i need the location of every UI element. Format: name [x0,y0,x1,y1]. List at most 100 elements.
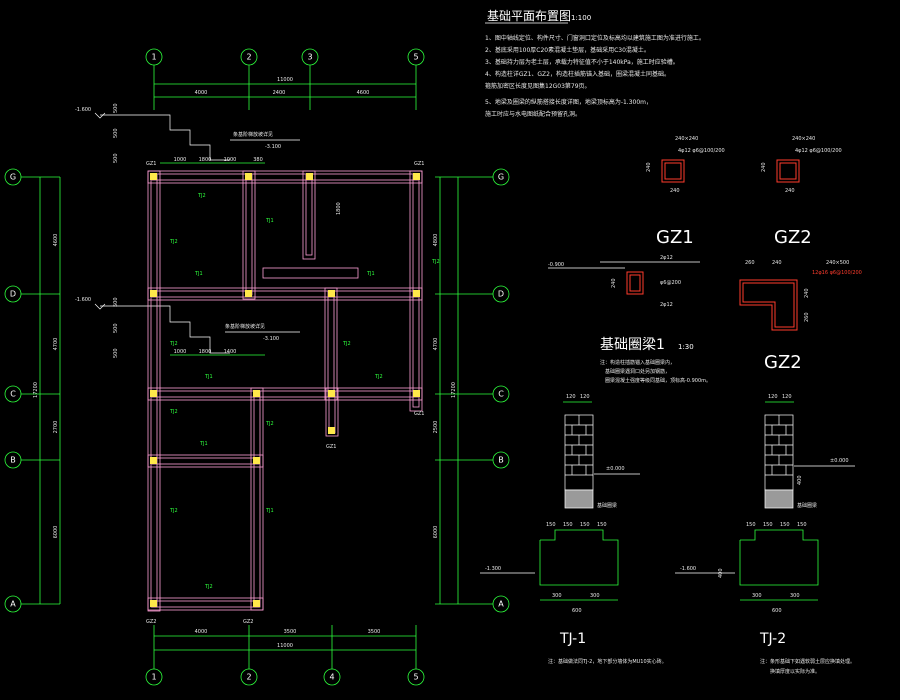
svg-text:2: 2 [246,673,251,682]
plan-note: 3、基础持力层为老土层，承载力特征值不小于140kPa，施工时应验槽。 [485,58,679,66]
plan-note: 1、图中轴线定位、构件尺寸、门窗洞口定位及标高均以建筑施工图为准进行施工。 [485,34,705,42]
ring-beam-scale: 1:30 [678,343,694,351]
dim-top: 4000 [195,90,208,96]
svg-text:300: 300 [790,593,800,599]
svg-text:注：构造柱插筋锚入基础圈梁内，: 注：构造柱插筋锚入基础圈梁内， [600,359,675,366]
svg-text:400: 400 [797,475,803,485]
axis-bubble-bottom: 1 2 4 5 [145,668,425,686]
svg-text:4: 4 [329,673,334,682]
svg-text:1000: 1000 [174,349,187,355]
svg-text:150: 150 [797,522,807,528]
svg-text:G: G [10,173,16,182]
plan-note: 箍筋加密区长度见图集12G03第79页。 [485,82,591,90]
svg-text:150: 150 [746,522,756,528]
svg-text:150: 150 [780,522,790,528]
svg-text:3: 3 [307,53,312,62]
dim-right: 6000 [433,526,439,539]
svg-text:-0.900: -0.900 [548,262,564,268]
gz-label: GZ1 [414,161,424,167]
gz-label: GZ1 [146,161,156,167]
svg-text:5: 5 [413,53,418,62]
svg-text:基础圈梁: 基础圈梁 [597,502,617,509]
svg-text:G: G [498,173,504,182]
tj2-title: TJ-2 [759,631,786,647]
svg-text:1: 1 [151,53,156,62]
svg-text:150: 150 [597,522,607,528]
beam-tags: TJ2 TJ1 TJ2 TJ2 TJ1 TJ1 TJ2 TJ2 TJ1 TJ2 … [169,193,440,590]
svg-text:D: D [498,290,504,299]
axis-grid: 1 2 3 5 1 2 4 5 G D C B A G D C B A [4,48,510,686]
svg-text:500: 500 [113,153,119,163]
svg-text:4φ12 φ6@100/200: 4φ12 φ6@100/200 [795,148,842,154]
svg-text:-1.300: -1.300 [485,566,501,572]
dim-right-total: 17200 [451,382,457,398]
svg-text:TJ2: TJ2 [169,239,178,245]
svg-text:150: 150 [563,522,573,528]
dim-top-total: 11000 [277,77,293,83]
brick-wall [564,414,594,491]
svg-text:TJ1: TJ1 [265,508,274,514]
svg-text:-1.600: -1.600 [680,566,696,572]
plan-note: 5、地梁及圈梁的纵筋搭接长度详图，地梁顶标高为-1.300m， [485,98,652,106]
svg-text:240: 240 [772,260,782,266]
svg-text:D: D [10,290,16,299]
svg-text:条基阶梯放坡详见: 条基阶梯放坡详见 [233,131,273,138]
svg-text:-3.100: -3.100 [265,144,281,150]
gz1-title: GZ1 [656,227,694,248]
step-detail-upper: 条基阶梯放坡详见 -3.100 -1.600 500 500 500 [75,103,300,163]
svg-text:300: 300 [752,593,762,599]
svg-text:注：条形基础下如遇软弱土层应换填处理。: 注：条形基础下如遇软弱土层应换填处理。 [760,658,855,665]
svg-text:260: 260 [745,260,755,266]
gz2-big-title: GZ2 [764,352,802,373]
svg-text:φ6@200: φ6@200 [660,280,681,286]
svg-text:A: A [498,600,504,609]
svg-text:260: 260 [804,312,810,322]
dim-right: 4700 [433,338,439,351]
svg-text:12φ16 φ6@100/200: 12φ16 φ6@100/200 [812,270,862,276]
svg-text:2φ12: 2φ12 [660,255,673,261]
svg-text:500: 500 [113,348,119,358]
plan-note: 4、构造柱详GZ1、GZ2，构造柱插筋锚入基础，圈梁混凝土同基础。 [485,70,670,78]
svg-text:TJ2: TJ2 [169,341,178,347]
svg-text:TJ1: TJ1 [366,271,375,277]
tj2-section: 120 120 基础圈梁 ±0.000 400 150 150 150 150 … [675,394,855,675]
dim-bottom: 3500 [368,629,381,635]
svg-text:2: 2 [246,53,251,62]
dim-left: 4600 [53,234,59,247]
svg-text:-1.600: -1.600 [75,107,91,113]
svg-text:120: 120 [580,394,590,400]
svg-text:4φ12 φ6@100/200: 4φ12 φ6@100/200 [678,148,725,154]
svg-text:1800: 1800 [199,349,212,355]
svg-text:1: 1 [151,673,156,682]
dim-top: 4600 [357,90,370,96]
foundation-plan: GZ1 GZ1 GZ1 GZ1 GZ2 GZ2 TJ2 TJ1 TJ2 TJ2 … [146,161,440,625]
svg-text:TJ2: TJ2 [431,259,440,265]
axis-bubble-right: G D C B A [492,168,510,613]
svg-text:240×500: 240×500 [826,260,849,266]
svg-text:240: 240 [670,188,680,194]
tj1-title: TJ-1 [559,631,586,647]
svg-text:TJ2: TJ2 [204,584,213,590]
svg-text:圈梁混凝土强度等级同基础，顶标高-0.900m。: 圈梁混凝土强度等级同基础，顶标高-0.900m。 [605,377,711,384]
svg-text:240: 240 [785,188,795,194]
plan-title-block: 基础平面布置图 1:100 1、图中轴线定位、构件尺寸、门窗洞口定位及标高均以建… [485,9,705,118]
svg-text:TJ1: TJ1 [204,374,213,380]
svg-text:600: 600 [772,608,782,614]
dim-left-total: 17200 [33,382,39,398]
plan-title: 基础平面布置图 [487,9,571,23]
svg-text:120: 120 [768,394,778,400]
svg-text:TJ2: TJ2 [342,341,351,347]
svg-text:500: 500 [113,323,119,333]
tj1-section: 120 120 基础圈梁 ±0.000 150 150 150 150 -1.3… [480,394,667,665]
svg-text:±0.000: ±0.000 [606,466,625,472]
svg-text:TJ1: TJ1 [199,441,208,447]
svg-text:B: B [498,456,504,465]
svg-text:1800: 1800 [199,157,212,163]
dim-left: 2700 [53,421,59,434]
svg-text:240: 240 [611,278,617,288]
dim-bottom-total: 11000 [277,643,293,649]
plan-note: 2、基底采用100厚C20素混凝土垫层，基础采用C30混凝土。 [485,46,650,54]
plan-notes: 1、图中轴线定位、构件尺寸、门窗洞口定位及标高均以建筑施工图为准进行施工。 2、… [485,34,705,118]
gz1-small-section: 240×240 4φ12 φ6@100/200 240 240 [646,136,725,194]
